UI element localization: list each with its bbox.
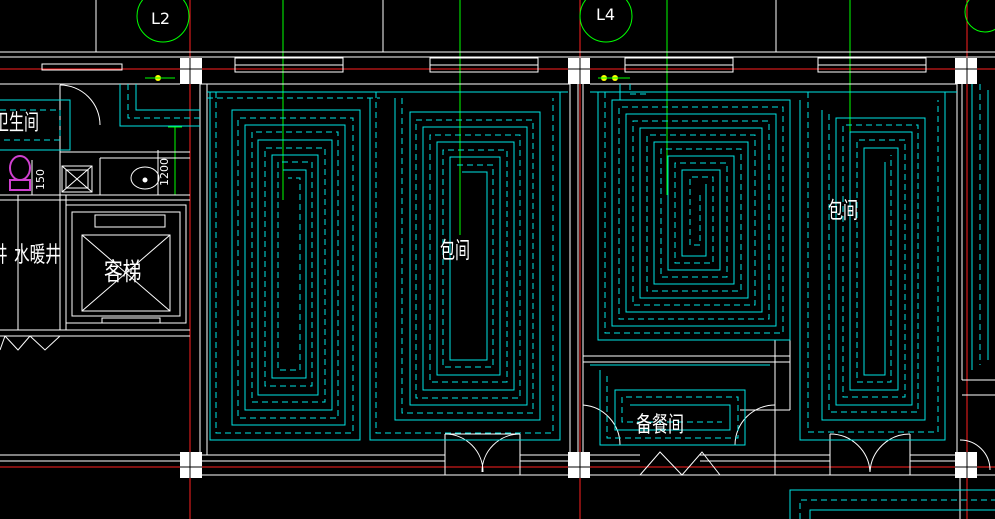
room-label-private-room-b: 包间 bbox=[828, 197, 858, 224]
room-label-private-room-a: 包间 bbox=[440, 237, 470, 264]
toilet-fixture bbox=[9, 155, 31, 191]
axis-bubble-l2 bbox=[136, 0, 190, 43]
grid-label-l4: L4 bbox=[596, 5, 615, 24]
floor-drain bbox=[61, 165, 93, 193]
room-label-elevator: 客梯 bbox=[104, 259, 141, 287]
columns bbox=[180, 58, 977, 478]
sink bbox=[130, 166, 160, 190]
room-label-shaft-fragment: 井 bbox=[0, 242, 8, 267]
room-label-pantry: 备餐间 bbox=[636, 411, 684, 437]
dimension-1200: 1200 bbox=[158, 158, 171, 186]
grid-label-l2: L2 bbox=[151, 9, 170, 28]
heating-pipes bbox=[0, 84, 995, 519]
dimension-150: 150 bbox=[34, 169, 47, 190]
axis-bubble-l4 bbox=[579, 0, 633, 43]
room-label-water-heating-shaft: 水暖井 bbox=[14, 242, 61, 267]
room-label-washroom: 卫生间 bbox=[0, 110, 39, 136]
elevator-car bbox=[81, 234, 171, 312]
